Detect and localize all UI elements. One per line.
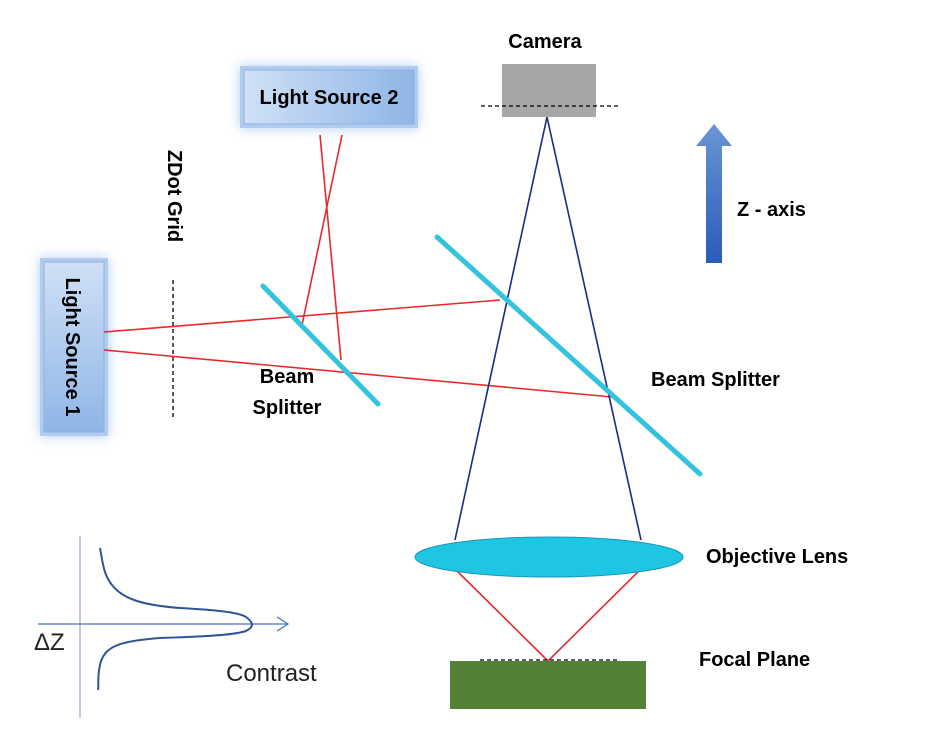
light-source-2-label: Light Source 2 bbox=[260, 87, 399, 109]
light-source-2: Light Source 2 bbox=[240, 66, 418, 128]
delta-z-label: ΔZ bbox=[34, 629, 65, 656]
camera: Camera bbox=[481, 31, 621, 117]
focal-plane-label: Focal Plane bbox=[699, 649, 810, 671]
objective-lens-label: Objective Lens bbox=[706, 546, 848, 568]
camera-label: Camera bbox=[508, 31, 582, 53]
zdot-grid: ZDot Grid bbox=[163, 150, 185, 420]
objective-lens: Objective Lens bbox=[414, 536, 848, 578]
contrast-label: Contrast bbox=[226, 660, 317, 687]
x-axis-arrowhead bbox=[276, 616, 290, 632]
beam-splitter-left-label-2: Splitter bbox=[253, 397, 322, 419]
z-axis-label: Z - axis bbox=[737, 199, 806, 221]
up-arrow-icon bbox=[696, 124, 732, 263]
light-source-1-label: Light Source 1 bbox=[61, 278, 83, 417]
red-rays bbox=[103, 134, 643, 662]
focal-plane: Focal Plane bbox=[450, 649, 810, 709]
contrast-curve bbox=[97, 547, 253, 691]
contrast-plot: ΔZ Contrast bbox=[34, 536, 317, 718]
beam-splitter-left: Beam Splitter bbox=[253, 283, 381, 419]
beam-splitter-right-label: Beam Splitter bbox=[651, 369, 780, 391]
zdot-grid-label: ZDot Grid bbox=[163, 150, 185, 242]
beam-splitter-left-label-1: Beam bbox=[260, 366, 314, 388]
beam-splitter-right: Beam Splitter bbox=[434, 234, 780, 477]
light-source-1: Light Source 1 bbox=[40, 258, 108, 436]
z-axis: Z - axis bbox=[696, 124, 806, 263]
blue-rays bbox=[454, 116, 642, 541]
